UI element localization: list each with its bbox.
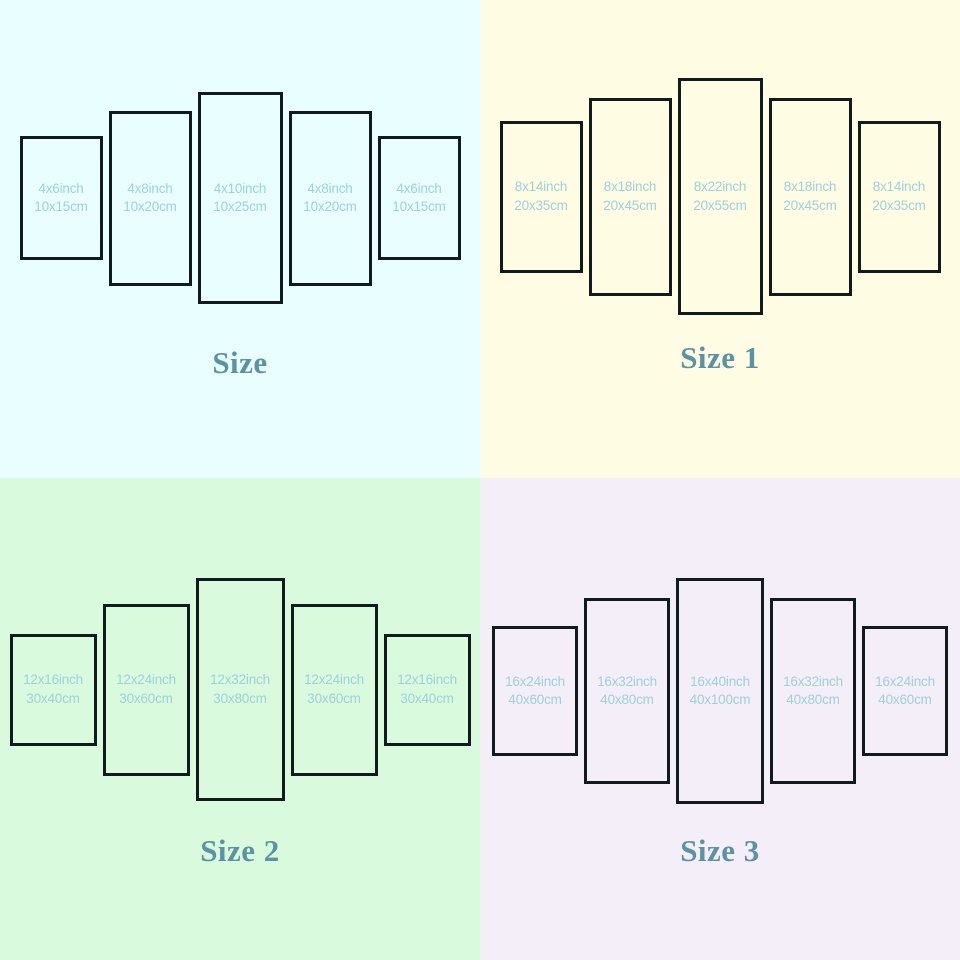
panel-size-inches: 16x24inch (505, 673, 565, 689)
panel-size-inches: 4x10inch (213, 180, 267, 196)
panel-size-label: 4x10inch 10x25cm (213, 180, 267, 216)
panel-size-centimeters: 10x15cm (392, 199, 446, 214)
panel-size-label: 16x40inch 40x100cm (690, 673, 751, 709)
quadrant-title-size: Size (212, 345, 268, 380)
panel-size-inches: 16x24inch (875, 673, 935, 689)
panel-size-inches: 16x32inch (783, 673, 843, 689)
size-panel[interactable]: 8x14inch 20x35cm (499, 120, 583, 273)
panel-size-centimeters: 20x35cm (872, 197, 926, 213)
panel-size-inches: 8x22inch (693, 179, 747, 195)
size-panel[interactable]: 16x24inch 40x60cm (862, 626, 948, 756)
size-panel[interactable]: 16x40inch 40x100cm (676, 578, 764, 804)
panel-size-centimeters: 40x80cm (786, 692, 840, 707)
size-panel[interactable]: 4x6inch 10x15cm (377, 136, 461, 260)
size-panel[interactable]: 12x24inch 30x60cm (290, 603, 378, 776)
panel-row-size-1: 8x14inch 20x35cm 8x18inch 20x45cm 8x22inch 20… (480, 78, 960, 315)
panel-size-inches: 12x24inch (304, 672, 364, 688)
panel-size-label: 12x24inch 30x60cm (304, 671, 364, 707)
panel-size-inches: 4x8inch (307, 180, 353, 196)
panel-size-label: 12x24inch 30x60cm (116, 671, 176, 707)
panel-size-label: 4x6inch 10x15cm (392, 180, 446, 216)
panel-size-label: 8x18inch 20x45cm (603, 178, 657, 214)
panel-size-centimeters: 10x20cm (303, 199, 357, 214)
panel-size-centimeters: 20x45cm (783, 197, 837, 213)
size-panel[interactable]: 12x32inch 30x80cm (195, 578, 285, 801)
panel-size-inches: 8x18inch (783, 179, 837, 195)
quadrant-size: 4x6inch 10x15cm 4x8inch 10x20cm 4x10inch 10x2… (0, 0, 480, 478)
panel-size-centimeters: 30x60cm (119, 690, 173, 706)
panel-size-centimeters: 30x60cm (307, 690, 361, 706)
panel-size-inches: 8x14inch (514, 179, 568, 195)
panel-size-centimeters: 30x40cm (400, 690, 454, 706)
panel-size-centimeters: 20x55cm (693, 197, 747, 213)
quadrant-title-size-2: Size 2 (200, 833, 280, 868)
panel-size-inches: 12x24inch (116, 672, 176, 688)
panel-size-inches: 16x40inch (690, 673, 750, 689)
panel-size-centimeters: 40x60cm (508, 692, 562, 707)
size-panel[interactable]: 4x6inch 10x15cm (19, 136, 103, 260)
panel-size-inches: 12x32inch (210, 672, 270, 688)
panel-size-centimeters: 30x80cm (213, 690, 267, 706)
size-panel[interactable]: 8x18inch 20x45cm (768, 97, 852, 296)
panel-size-label: 12x32inch 30x80cm (210, 671, 270, 707)
panel-size-label: 4x8inch 10x20cm (123, 180, 177, 216)
size-panel[interactable]: 12x16inch 30x40cm (9, 633, 97, 746)
panel-size-inches: 16x32inch (597, 673, 657, 689)
size-panel[interactable]: 4x10inch 10x25cm (197, 92, 283, 304)
panel-size-label: 12x16inch 30x40cm (397, 671, 457, 707)
panel-size-centimeters: 10x25cm (213, 199, 267, 214)
panel-size-centimeters: 30x40cm (26, 690, 80, 706)
panel-size-centimeters: 10x20cm (123, 199, 177, 214)
size-panel[interactable]: 8x22inch 20x55cm (677, 78, 763, 315)
panel-row-size: 4x6inch 10x15cm 4x8inch 10x20cm 4x10inch 10x2… (0, 92, 480, 304)
panel-size-label: 16x32inch 40x80cm (783, 673, 843, 709)
size-panel[interactable]: 16x32inch 40x80cm (770, 598, 856, 784)
panel-size-label: 16x24inch 40x60cm (875, 673, 935, 709)
panel-size-centimeters: 40x60cm (878, 692, 932, 707)
panel-row-size-3: 16x24inch 40x60cm 16x32inch 40x80cm 16x40inc… (480, 578, 960, 804)
size-panel[interactable]: 16x32inch 40x80cm (584, 598, 670, 784)
panel-size-label: 8x14inch 20x35cm (872, 178, 926, 214)
panel-size-label: 8x18inch 20x45cm (783, 178, 837, 214)
panel-size-centimeters: 40x100cm (689, 692, 751, 707)
panel-size-inches: 4x6inch (396, 180, 442, 196)
quadrant-title-size-3: Size 3 (680, 833, 760, 868)
size-panel[interactable]: 12x24inch 30x60cm (102, 603, 190, 776)
panel-size-label: 16x24inch 40x60cm (505, 673, 565, 709)
size-panel[interactable]: 12x16inch 30x40cm (383, 633, 471, 746)
quadrant-size-1: 8x14inch 20x35cm 8x18inch 20x45cm 8x22inch 20… (480, 0, 960, 478)
quadrant-title-size-1: Size 1 (680, 340, 760, 375)
panel-size-inches: 12x16inch (23, 672, 83, 688)
panel-size-inches: 8x14inch (872, 179, 926, 195)
panel-size-centimeters: 20x45cm (603, 197, 657, 213)
size-panel[interactable]: 4x8inch 10x20cm (108, 110, 192, 286)
panel-size-label: 8x14inch 20x35cm (514, 178, 568, 214)
panel-size-inches: 4x8inch (127, 180, 173, 196)
panel-size-inches: 8x18inch (603, 179, 657, 195)
size-panel[interactable]: 8x18inch 20x45cm (588, 97, 672, 296)
panel-size-label: 4x8inch 10x20cm (303, 180, 357, 216)
panel-size-centimeters: 20x35cm (514, 197, 568, 213)
panel-size-label: 4x6inch 10x15cm (34, 180, 88, 216)
panel-size-centimeters: 10x15cm (34, 199, 88, 214)
panel-size-label: 8x22inch 20x55cm (693, 178, 747, 214)
panel-size-label: 12x16inch 30x40cm (23, 671, 83, 707)
size-panel[interactable]: 16x24inch 40x60cm (492, 626, 578, 756)
panel-size-centimeters: 40x80cm (600, 692, 654, 707)
size-panel[interactable]: 8x14inch 20x35cm (857, 120, 941, 273)
panel-size-inches: 12x16inch (397, 672, 457, 688)
panel-size-label: 16x32inch 40x80cm (597, 673, 657, 709)
quadrant-size-3: 16x24inch 40x60cm 16x32inch 40x80cm 16x40inc… (480, 478, 960, 960)
panel-row-size-2: 12x16inch 30x40cm 12x24inch 30x60cm 12x32inc… (0, 578, 480, 801)
panel-size-inches: 4x6inch (38, 180, 84, 196)
quadrant-size-2: 12x16inch 30x40cm 12x24inch 30x60cm 12x32inc… (0, 478, 480, 960)
size-panel[interactable]: 4x8inch 10x20cm (288, 110, 372, 286)
